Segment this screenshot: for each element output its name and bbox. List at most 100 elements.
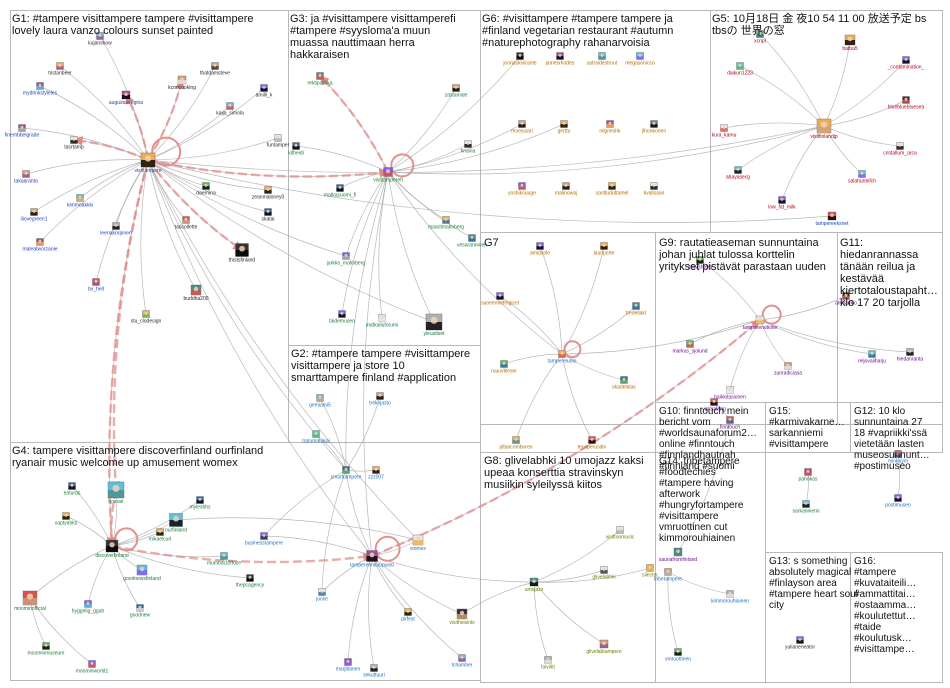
node-minkaym[interactable]: minkaym [888,450,908,465]
node-batba5[interactable]: batba5 [842,34,858,52]
node-joonaskivirante[interactable]: joonaskivirante [502,52,537,67]
node-mikaelcurl[interactable]: mikaelcurl [149,528,172,543]
node-jlhonkonen[interactable]: jlhonkonen [641,120,666,135]
node-nilgneshk[interactable]: nilgneshk [599,120,621,135]
node-hiedanranta[interactable]: hiedanranta [897,348,924,363]
node-amidsole[interactable]: amidsole [530,242,550,257]
node-tampereraitiotie[interactable]: tampereraitiotie [743,315,778,331]
node-cristallum-arca[interactable]: cristallum_arca [883,142,917,157]
node-abayasecg[interactable]: abayasecg [726,166,750,181]
node-jarkko-malmberg[interactable]: jarkko_malmberg [326,252,366,267]
node-marjlitanen[interactable]: marjlitanen [336,658,361,673]
node-laiviitti[interactable]: laiviitti [541,656,555,671]
node-tchamber[interactable]: tchamber [452,654,473,669]
node-thatdamsteve[interactable]: thatdamsteve [200,62,230,77]
node-moominworld1[interactable]: moominworld1 [76,660,109,675]
node-kaija-simola[interactable]: kaija_simola [216,102,244,117]
node-kitheidi[interactable]: kitheidi [288,142,304,157]
node-ruuuvtileser[interactable]: ruuuvtileser [491,360,517,375]
node-tribetampere[interactable]: tribetampere [654,568,682,583]
node-maaritmalmberg[interactable]: maaritmalmberg [428,216,464,231]
node-finavia[interactable]: finavia [461,140,476,155]
node-zzz007[interactable]: zzz007 [368,466,384,481]
node-iliovegreen1[interactable]: iliovegreen1 [21,208,48,223]
node-zastamale[interactable]: zastamale [445,84,468,99]
node-jocke[interactable]: jocke [315,588,328,603]
node-bluebluebluesea[interactable]: bluebluebluesea [888,96,925,111]
node-haikkitasionen[interactable]: haikkitasionen [714,386,746,401]
node-daikun1223[interactable]: daikun1223 [727,62,753,77]
node-matkasuomi-fi[interactable]: matkasuomi_fi [324,184,356,199]
node-skatai[interactable]: skatai [261,208,275,223]
node-kimmorouhiainen[interactable]: kimmorouhiainen [711,590,749,605]
node-visitheisinki[interactable]: visitheisinki [449,608,475,626]
node-teoxperusdin[interactable]: teoxperusdin [578,436,607,451]
node-amilli-k[interactable]: amilli_k [256,84,273,99]
node-leenakorpinen[interactable]: leenakorpinen [100,222,132,237]
node-hyggelig-ggah[interactable]: hyggelig_ggah [72,600,105,615]
node-buddha200[interactable]: buddha200 [183,284,209,302]
node-daerriina[interactable]: daerriina [196,182,216,197]
node-low-fat-milk[interactable]: low_fat_milk [768,196,796,211]
node-sarkanniemi[interactable]: sarkanniemi [793,500,820,515]
node--contamination-[interactable]: _contamination_ [887,56,925,71]
node-rektipalikka[interactable]: rektipalikka [307,72,333,87]
node-maleatworzanie[interactable]: maleatworzanie [22,238,58,253]
node-santtuduttamel[interactable]: santtuduttamel [596,182,629,197]
node-ryanair[interactable]: ryanair [107,481,125,505]
node-augustusregina[interactable]: augustusregina [109,90,143,106]
node-tredellakl[interactable]: tredellakl [626,302,646,317]
node-malinowaj[interactable]: malinowaj [555,182,577,197]
node-vmruottinen[interactable]: vmruottinen [665,648,691,663]
node-megasonicco[interactable]: megasonicco [625,52,655,67]
node-tampereeksnet[interactable]: tampereeksnet [815,211,849,227]
node-ourfinland[interactable]: ourfinland [165,513,187,534]
node-visitfinlandjp[interactable]: visitfinlandjp [810,118,838,140]
node-visittampere[interactable]: visittampere [135,152,162,174]
node-tratumatukai[interactable]: tratumatukai [302,430,330,445]
node-eaturas[interactable]: eaturas [64,482,81,497]
node-lauriporte[interactable]: lauriporte [594,242,615,257]
node-saunafromfinland[interactable]: saunafromfinland [659,547,698,563]
node-moominofficial[interactable]: moominofficial [14,590,46,612]
node-visittoomusic[interactable]: visittoomusic [606,526,635,541]
node-postimuseo[interactable]: postimuseo [885,494,911,509]
node-reljovaliharju[interactable]: reljovaliharju [858,350,886,365]
node-astraidestrout[interactable]: astraidestrout [587,52,618,67]
node-tasrtamp[interactable]: tasrtamp [64,136,84,151]
node-kujanshow[interactable]: kujanshow [88,32,112,47]
node-taidemuseo[interactable]: taidemuseo [329,310,355,325]
node-kvallsaari[interactable]: kvallsaari [644,182,665,197]
node-taricollette[interactable]: taricollette [175,216,198,231]
node-mumbai10ffoze[interactable]: mumbai10ffoze [207,552,241,567]
node-vaptyahks[interactable]: vaptyahks [55,512,78,527]
node-amhaukio[interactable]: amhaukio [835,292,857,307]
node-trekirjasto[interactable]: trekirjasto [369,392,391,407]
node-discoverfinland[interactable]: discoverfinland [95,539,129,559]
node-sekuttuuri[interactable]: sekuttuuri [363,664,385,679]
node-mydrinkstyleles[interactable]: mydrinkstyleles [23,82,58,97]
node-umojazz[interactable]: umojazz [525,577,544,593]
node-kcoocooking[interactable]: kcoocooking [168,75,196,91]
node-gemiami5[interactable]: gemiami5 [309,394,331,409]
node-zeanmaloney0[interactable]: zeanmaloney0 [252,186,285,201]
node-smarttampere[interactable]: smarttampere [331,466,362,481]
node-tampereenkaupunki[interactable]: tampereenkaupunki [350,550,394,569]
node-tampereluolo[interactable]: tampereluolo [548,350,577,365]
node-goodnew[interactable]: goodnew [130,604,151,619]
node-skadelalas[interactable]: skadelalas [612,376,636,391]
node-takaaranta[interactable]: takaaranta [14,170,38,185]
node-moominmuseum[interactable]: moominmuseum [28,642,65,657]
node-thistsfinland[interactable]: thistsfinland [229,243,256,264]
node-visitsaferig[interactable]: visitsaferig [702,398,726,413]
node-womex[interactable]: womex [410,534,426,552]
node-tristanbeer[interactable]: tristanbeer [48,62,72,77]
node-zinivahtera[interactable]: zinivahtera [688,256,712,271]
node-glivelabtampere[interactable]: glivelabtampere [586,639,622,655]
node-finembbelgrade[interactable]: finembbelgrade [5,124,40,139]
node-jdtancomboreo[interactable]: jdtancomboreo [498,436,533,451]
node-visittamperefi[interactable]: visittamperefi [373,167,403,184]
node-matkailuforumi[interactable]: matkailuforumi [366,314,399,329]
node-yoshikouuge[interactable]: yoshikouuge [508,182,536,197]
node-bv-hell[interactable]: bv_hell [88,278,104,293]
